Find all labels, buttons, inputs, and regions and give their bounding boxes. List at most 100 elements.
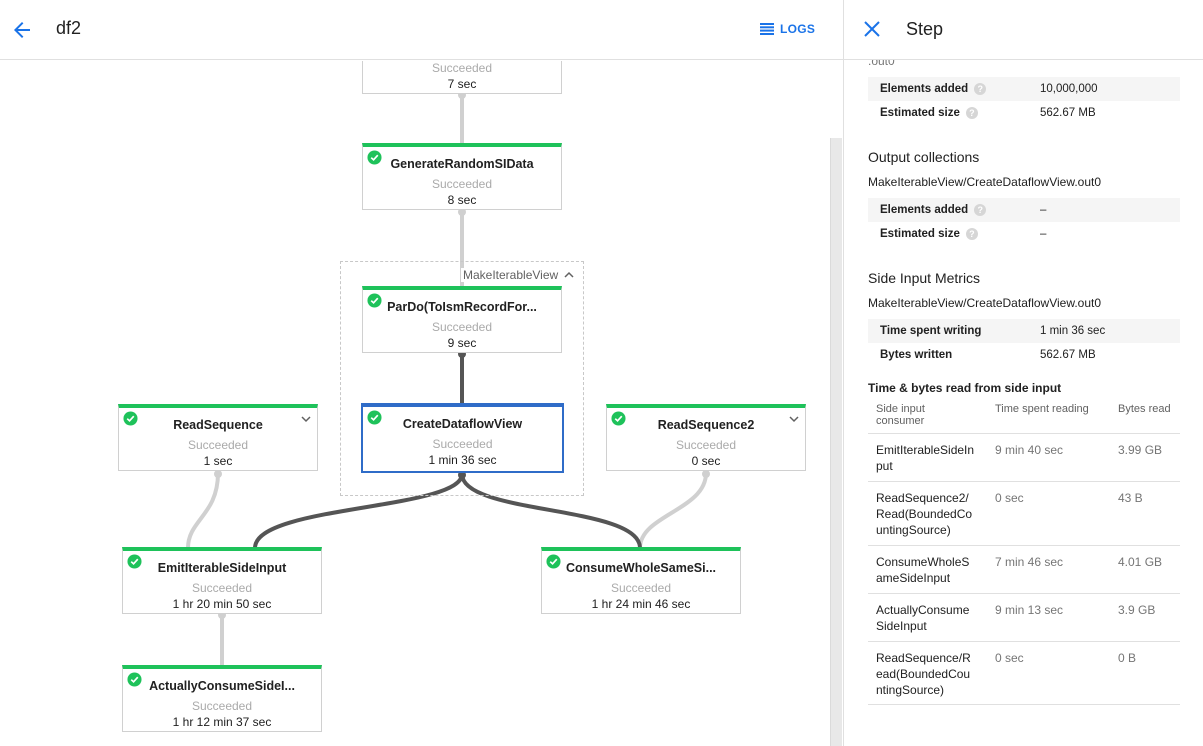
edge-n4-n6	[253, 473, 464, 549]
output-collection-name: MakeIterableView/CreateDataflowView.out0	[868, 175, 1102, 189]
step-name: ParDo(ToIsmRecordFor...	[387, 300, 537, 314]
consumer-cell: ReadSequence2/Read(BoundedCountingSource…	[876, 491, 973, 537]
metric-value: 1 min 36 sec	[1040, 325, 1106, 337]
step-details-panel: Step .out0 Elements added? 10,000,000 Es…	[843, 0, 1203, 746]
step-node-generate-random-si-data[interactable]: GenerateRandomSIData Succeeded 8 sec	[362, 143, 562, 210]
time-cell: 9 min 13 sec	[995, 603, 1064, 617]
table-row: ConsumeWholeSameSideInput 7 min 46 sec 4…	[868, 545, 1180, 593]
help-icon[interactable]: ?	[965, 107, 978, 119]
step-status: Succeeded	[191, 581, 253, 595]
step-status: Succeeded	[431, 177, 493, 191]
column-header-time: Time spent reading	[995, 403, 1089, 415]
step-node-actually-consume-side-input[interactable]: ActuallyConsumeSideI... Succeeded 1 hr 1…	[122, 665, 322, 732]
step-name: ReadSequence	[173, 418, 263, 432]
metric-value: 10,000,000	[1040, 83, 1098, 95]
step-node-create-dataflow-view[interactable]: CreateDataflowView Succeeded 1 min 36 se…	[361, 403, 564, 473]
table-row: EmitIterableSideInput 9 min 40 sec 3.99 …	[868, 433, 1180, 481]
edge-n3-n6	[186, 472, 220, 549]
group-label[interactable]: MakeIterableView	[461, 268, 577, 282]
job-header: df2 LOGS	[0, 0, 843, 60]
step-status: Succeeded	[675, 438, 737, 452]
metric-row: Bytes written 562.67 MB	[868, 343, 1180, 367]
time-cell: 0 sec	[995, 491, 1024, 505]
step-time: 0 sec	[691, 454, 721, 468]
step-node-pardo-to-ism-record[interactable]: ParDo(ToIsmRecordFor... Succeeded 9 sec	[362, 286, 562, 353]
step-status: Succeeded	[187, 438, 249, 452]
check-circle-icon	[127, 672, 142, 687]
metric-row: Time spent writing 1 min 36 sec	[868, 319, 1180, 343]
pipeline-graph[interactable]: MakeIterableView Succeeded 7 sec Generat…	[0, 61, 843, 746]
step-time: 9 sec	[447, 336, 477, 350]
step-status: Succeeded	[431, 61, 493, 75]
check-circle-icon	[367, 150, 382, 165]
group-name: MakeIterableView	[463, 268, 559, 282]
job-graph-pane: df2 LOGS	[0, 0, 843, 746]
step-time: 1 sec	[203, 454, 233, 468]
edge-n4-n7	[460, 473, 642, 549]
consumer-cell: EmitIterableSideInput	[876, 443, 975, 473]
help-icon[interactable]: ?	[974, 204, 987, 216]
bytes-cell: 3.9 GB	[1118, 603, 1156, 617]
job-title: df2	[56, 18, 82, 38]
check-circle-icon	[367, 410, 382, 425]
step-node-partial[interactable]: Succeeded 7 sec	[362, 61, 562, 94]
chevron-down-icon[interactable]	[789, 414, 799, 424]
step-node-consume-whole-same-side-input[interactable]: ConsumeWholeSameSi... Succeeded 1 hr 24 …	[541, 547, 741, 614]
metric-value: 562.67 MB	[1040, 107, 1096, 119]
table-row: ActuallyConsumeSideInput 9 min 13 sec 3.…	[868, 593, 1180, 641]
bytes-cell: 3.99 GB	[1118, 443, 1163, 457]
metric-value: 562.67 MB	[1040, 349, 1096, 361]
step-name: ConsumeWholeSameSi...	[565, 561, 717, 575]
panel-header: Step	[844, 0, 1203, 60]
step-name: ReadSequence2	[657, 418, 755, 432]
step-status: Succeeded	[191, 699, 253, 713]
step-name: CreateDataflowView	[402, 417, 523, 431]
chevron-up-icon	[564, 271, 574, 278]
metric-value: –	[1040, 228, 1047, 240]
chevron-down-icon[interactable]	[301, 414, 311, 424]
step-status: Succeeded	[610, 581, 672, 595]
table-row: ReadSequence2/Read(BoundedCountingSource…	[868, 481, 1180, 545]
side-input-metrics-heading: Side Input Metrics	[868, 270, 981, 286]
group-make-iterable-view	[340, 261, 584, 496]
edge-n5-n7	[638, 472, 708, 549]
time-cell: 7 min 46 sec	[995, 555, 1064, 569]
step-name: ActuallyConsumeSideI...	[149, 679, 295, 693]
table-row: ReadSequence/Read(BoundedCountingSource)…	[868, 641, 1180, 705]
step-time: 7 sec	[447, 77, 477, 91]
step-name: GenerateRandomSIData	[390, 157, 534, 171]
metric-key: Estimated size	[880, 228, 960, 240]
help-icon[interactable]: ?	[974, 83, 987, 95]
step-node-emit-iterable-side-input[interactable]: EmitIterableSideInput Succeeded 1 hr 20 …	[122, 547, 322, 614]
step-node-read-sequence[interactable]: ReadSequence Succeeded 1 sec	[118, 404, 318, 471]
metric-key: Elements added	[880, 83, 969, 95]
side-input-table-heading: Time & bytes read from side input	[868, 381, 1062, 395]
panel-title: Step	[906, 19, 944, 39]
graph-scrollbar[interactable]	[830, 138, 842, 746]
side-input-collection-name: MakeIterableView/CreateDataflowView.out0	[868, 296, 1102, 310]
consumer-cell: ConsumeWholeSameSideInput	[876, 555, 970, 585]
metric-row: Estimated size? 562.67 MB	[868, 101, 1180, 125]
metric-key: Elements added	[880, 204, 969, 216]
metric-row: Elements added? 10,000,000	[868, 77, 1180, 101]
bytes-cell: 0 B	[1118, 651, 1137, 665]
logs-label: LOGS	[780, 22, 816, 36]
output-collections-heading: Output collections	[868, 149, 980, 165]
step-time: 1 min 36 sec	[428, 453, 497, 467]
logs-button[interactable]: LOGS	[760, 20, 815, 38]
step-name: EmitIterableSideInput	[157, 561, 287, 575]
step-node-read-sequence-2[interactable]: ReadSequence2 Succeeded 0 sec	[606, 404, 806, 471]
check-circle-icon	[123, 411, 138, 426]
check-circle-icon	[546, 554, 561, 569]
step-time: 8 sec	[447, 193, 477, 207]
step-time: 1 hr 24 min 46 sec	[591, 597, 691, 611]
metric-key: Estimated size	[880, 107, 960, 119]
column-header-consumer: Side input consumer	[876, 403, 925, 427]
help-icon[interactable]: ?	[965, 228, 978, 240]
close-icon[interactable]	[862, 19, 882, 39]
step-time: 1 hr 20 min 50 sec	[172, 597, 272, 611]
metric-row: Estimated size? –	[868, 222, 1180, 246]
check-circle-icon	[611, 411, 626, 426]
back-arrow-icon[interactable]	[10, 18, 34, 42]
step-time: 1 hr 12 min 37 sec	[172, 715, 272, 729]
